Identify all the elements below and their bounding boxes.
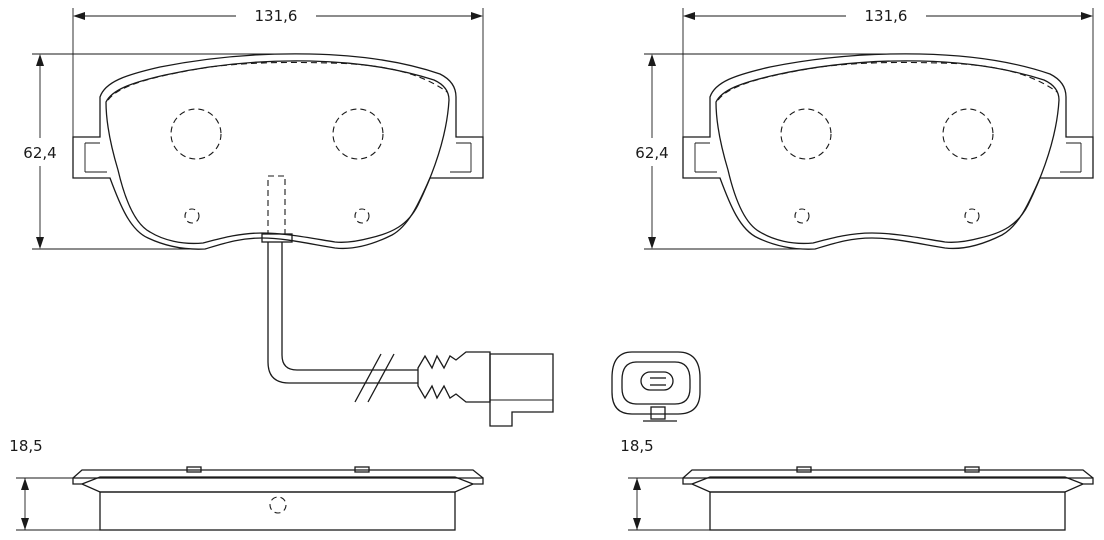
connector-end-view [611,351,701,422]
right-side-plate-upper [691,476,1084,485]
right-side-friction [709,491,1066,531]
right-small-hole-1 [794,208,810,224]
right-width-label: 131,6 [865,7,908,25]
right-small-hole-2 [964,208,980,224]
connector-outer [611,351,701,415]
left-pad-side-view: 18,5 [9,437,484,531]
right-width-arrow-left [683,12,695,20]
right-side-plate-top [682,477,1094,493]
right-pad-front-view: 131,6 62,4 [635,7,1094,250]
right-height-arrow-top [648,54,656,66]
right-wear-line [717,61,1058,101]
left-side-plate-outer [72,469,484,479]
left-small-hole-1 [184,208,200,224]
right-side-tab-2 [964,466,980,473]
right-friction-material [715,60,1060,245]
left-height-label: 62,4 [23,144,56,162]
left-width-label: 131,6 [255,7,298,25]
left-height-arrow-bottom [36,237,44,249]
left-side-friction [99,491,456,531]
right-thickness-arrow-top [633,478,641,490]
right-side-tab-1 [796,466,812,473]
left-side-tab-2 [354,466,370,473]
right-pad-side-view: 18,5 [620,437,1094,531]
left-width-arrow-left [73,12,85,20]
connector-inner [621,361,691,405]
wear-sensor-cable [267,242,418,384]
left-wear-line [107,61,448,101]
left-thickness-arrow-top [21,478,29,490]
right-width-arrow-right [1081,12,1093,20]
cable-break-mark [354,353,395,403]
left-side-plate-upper [81,476,474,485]
right-thickness-arrow-bottom [633,518,641,530]
left-side-tab-1 [186,466,202,473]
left-side-hole [269,496,287,514]
right-side-plate-outer [682,469,1094,479]
left-friction-material [105,60,450,245]
wear-sensor-slot [267,175,286,235]
wear-sensor-clip [261,233,293,243]
wear-sensor-boot [417,351,491,403]
right-piston-circle-2 [942,108,994,160]
left-small-hole-2 [354,208,370,224]
wear-sensor-connector [489,353,554,427]
left-width-arrow-right [471,12,483,20]
left-thickness-label: 18,5 [9,437,42,455]
right-height-label: 62,4 [635,144,668,162]
right-thickness-label: 18,5 [620,437,653,455]
left-pad-front-view: 131,6 62,4 [23,7,554,427]
left-thickness-arrow-bottom [21,518,29,530]
left-ear-left [84,142,107,173]
left-side-plate-top [72,477,484,493]
connector-latch [650,406,666,420]
left-piston-circle-2 [332,108,384,160]
right-height-arrow-bottom [648,237,656,249]
right-piston-circle-1 [780,108,832,160]
right-ear-left [694,142,717,173]
left-piston-circle-1 [170,108,222,160]
left-height-arrow-top [36,54,44,66]
connector-pin-housing [640,371,674,391]
left-ear-right [450,142,472,173]
right-ear-right [1060,142,1082,173]
